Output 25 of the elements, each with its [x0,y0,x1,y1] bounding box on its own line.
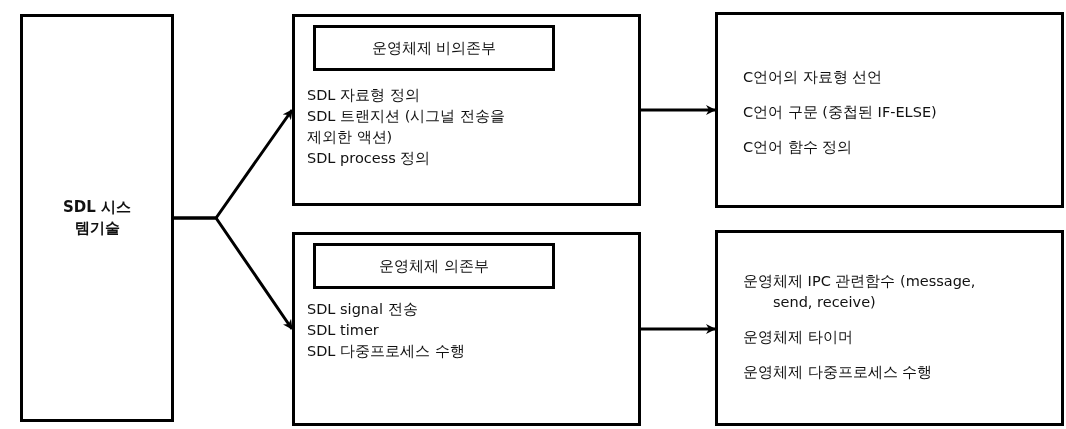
list-item: SDL 다중프로세스 수행 [307,342,466,361]
list-item: C언어 구문 (중첩된 IF-ELSE) [743,103,938,122]
section-heading: 운영체제 의존부 [379,255,489,277]
process-box [715,230,1064,426]
node-label: SDL 시스템기술 [61,197,132,239]
list-item: 운영체제 타이머 [743,328,854,347]
process-box [20,14,174,422]
list-item: 운영체제 다중프로세스 수행 [743,363,934,382]
list-item: SDL timer [307,321,380,340]
arrow [174,216,294,330]
header-box [313,243,555,289]
list-item: C언어의 자료형 선언 [743,68,884,87]
list-item: SDL signal 전송 [307,300,419,319]
list-item: C언어 함수 정의 [743,138,854,157]
list-item: SDL 트랜지션 (시그널 전송을 제외한 액션) [307,107,506,147]
arrow [641,105,716,115]
arrow [641,324,716,334]
list-item: 운영체제 IPC 관련함수 (message, send, receive) [743,272,977,312]
list-item: SDL 자료형 정의 [307,86,421,105]
process-box [292,232,641,426]
section-heading: 운영체제 비의존부 [371,37,497,59]
process-box [715,12,1064,208]
header-box [313,25,555,71]
process-box [292,14,641,206]
list-item: SDL process 정의 [307,149,432,168]
